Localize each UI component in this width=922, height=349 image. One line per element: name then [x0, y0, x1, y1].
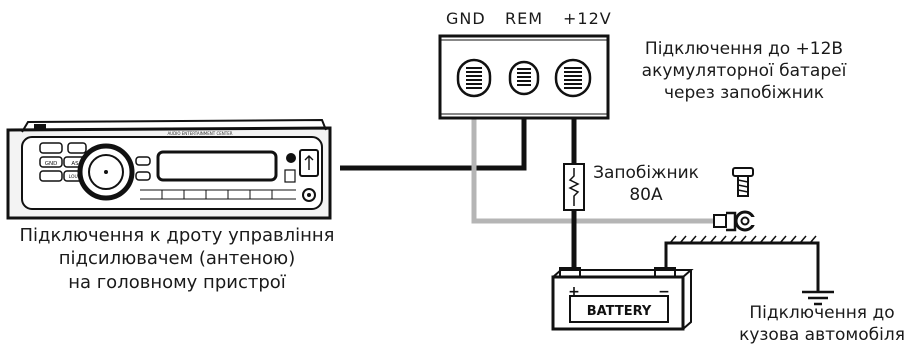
remote-wire-label: Підключення к дроту управління підсилюва… — [0, 224, 354, 294]
chassis-line-2: кузова автомобіля — [739, 325, 905, 346]
terminal-label-rem: REM — [505, 9, 544, 28]
ground-symbol-icon — [802, 290, 834, 306]
battery-label: BATTERY — [587, 304, 652, 319]
head-unit: AUDIO ENTERTAINMENT CENTER GND AS LOUD — [6, 118, 332, 220]
chassis-wire — [664, 241, 820, 292]
battery: + − BATTERY — [551, 267, 694, 331]
chassis-line-1: Підключення до — [749, 303, 895, 323]
battery-connection-label: Підключення до +12В акумуляторної батаре… — [620, 38, 868, 104]
battery-connection-line-1: Підключення до +12В — [644, 39, 844, 59]
battery-plus: + — [568, 284, 580, 300]
remote-wire-line-1: Підключення к дроту управління — [19, 225, 335, 246]
head-unit-btn-gnd: GND — [45, 161, 58, 167]
chassis-label: Підключення до кузова автомобіля — [722, 302, 922, 346]
remote-wire — [340, 118, 527, 171]
ring-terminal-icon — [713, 210, 763, 232]
head-unit-btn-loud: LOUD — [69, 174, 82, 180]
battery-connection-line-2: акумуляторної батареї — [641, 61, 847, 82]
battery-minus: − — [658, 284, 670, 300]
fuse-label: Запобіжник 80А — [586, 162, 706, 206]
head-unit-btn-as: AS — [71, 161, 79, 167]
terminal-screw-gnd — [456, 58, 492, 98]
chassis-hatch — [669, 235, 817, 244]
chassis-bolt-icon — [732, 167, 754, 197]
wires — [340, 118, 820, 292]
fuse-label-line-2: 80А — [629, 185, 663, 206]
terminal-screw-12v — [554, 58, 592, 98]
terminal-label-12v: +12V — [563, 9, 612, 28]
fuse-label-line-1: Запобіжник — [593, 163, 699, 183]
terminal-screw-rem — [508, 60, 540, 96]
battery-connection-line-3: через запобіжник — [663, 83, 825, 104]
terminal-label-gnd: GND — [446, 9, 486, 28]
remote-wire-line-2: підсилювачем (антеною) — [58, 248, 296, 270]
head-unit-brand: AUDIO ENTERTAINMENT CENTER — [167, 131, 232, 136]
remote-wire-line-3: на головному пристрої — [68, 271, 286, 293]
fuse — [563, 163, 585, 211]
amplifier-terminal-block — [438, 34, 610, 120]
ground-wire-gray — [471, 118, 718, 224]
